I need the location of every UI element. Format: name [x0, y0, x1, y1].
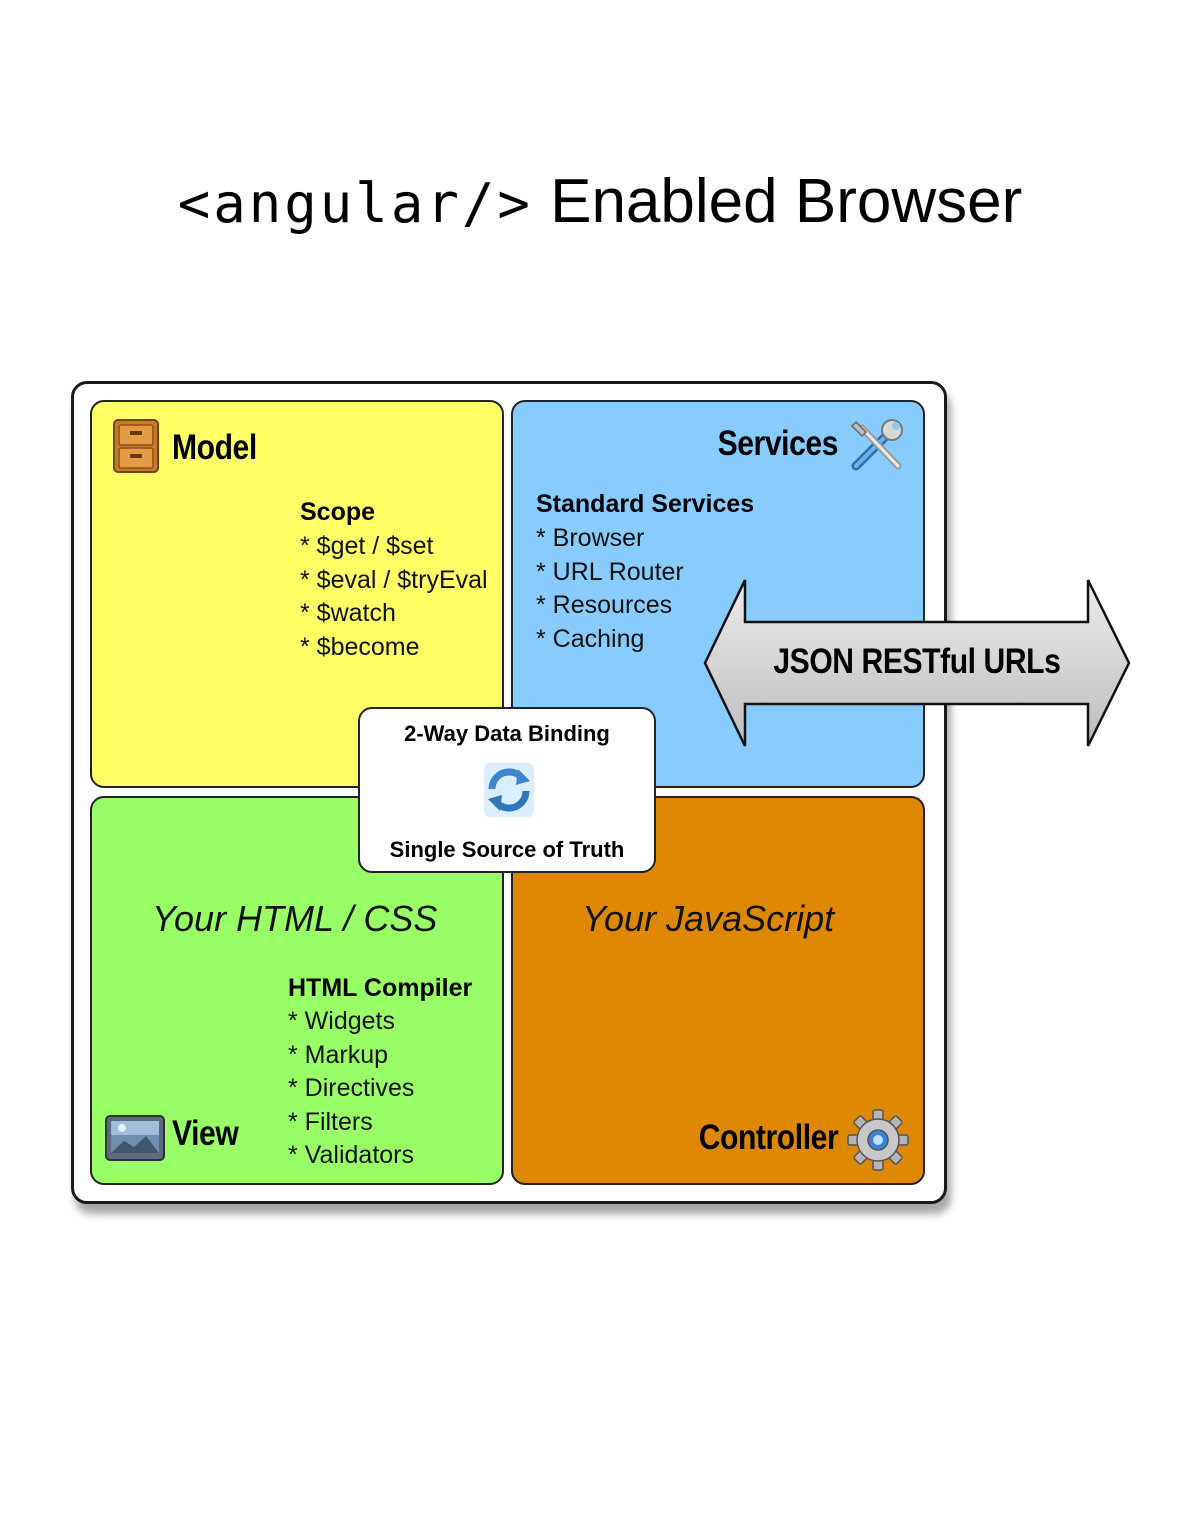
gear-icon	[847, 1109, 909, 1171]
binding-bottom-label: Single Source of Truth	[389, 837, 625, 862]
list-item: * $eval / $tryEval	[300, 565, 488, 594]
picture-icon	[105, 1115, 165, 1161]
services-subheading: Standard Services	[536, 490, 755, 518]
list-item: * Widgets	[288, 1007, 395, 1035]
title-code: <angular/>	[177, 172, 533, 235]
list-item: * $become	[300, 632, 420, 661]
page-title: <angular/> Enabled Browser	[0, 162, 1200, 244]
controller-heading: Controller	[698, 1118, 838, 1157]
view-list: * Widgets * Markup * Directives * Filter…	[288, 1005, 414, 1173]
model-heading: Model	[172, 428, 257, 467]
list-item: * $get / $set	[300, 532, 434, 560]
list-item: * Directives	[288, 1074, 415, 1102]
list-item: * Filters	[288, 1107, 373, 1136]
arrow-label-text: JSON RESTful URLs	[773, 642, 1061, 681]
data-binding-box: 2-Way Data Binding Single Source of Trut…	[358, 707, 656, 873]
list-item: * Caching	[536, 624, 645, 653]
arrow-label: JSON RESTful URLs	[700, 642, 1134, 682]
list-item: * Markup	[288, 1040, 389, 1069]
list-item: * Resources	[536, 591, 673, 619]
view-heading: View	[172, 1114, 239, 1153]
list-item: * Validators	[288, 1141, 414, 1169]
json-restful-arrow	[703, 579, 1131, 747]
sync-arrows-icon	[484, 763, 534, 817]
list-item: * Browser	[536, 524, 645, 552]
view-tagline: Your HTML / CSS	[152, 898, 438, 939]
list-item: * URL Router	[536, 557, 684, 586]
binding-top-label: 2-Way Data Binding	[404, 721, 610, 746]
services-list: * Browser * URL Router * Resources * Cac…	[536, 522, 684, 656]
model-list: * $get / $set * $eval / $tryEval * $watc…	[300, 530, 488, 664]
model-subheading: Scope	[300, 498, 376, 526]
title-rest: Enabled Browser	[532, 167, 1023, 236]
list-item: * $watch	[300, 599, 396, 627]
view-subheading: HTML Compiler	[288, 974, 473, 1002]
file-cabinet-icon	[113, 419, 159, 473]
tools-icon	[850, 419, 903, 471]
services-heading: Services	[717, 424, 839, 463]
controller-tagline: Your JavaScript	[582, 898, 835, 939]
